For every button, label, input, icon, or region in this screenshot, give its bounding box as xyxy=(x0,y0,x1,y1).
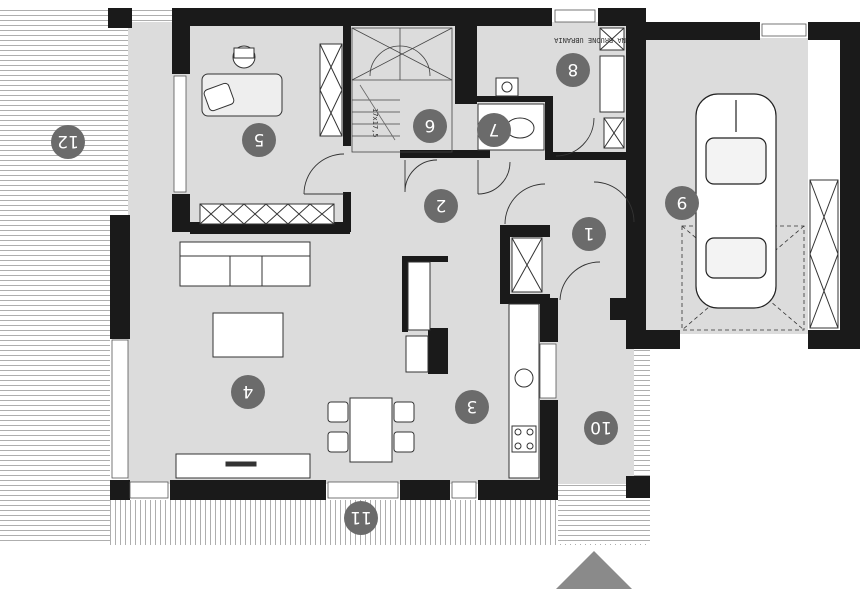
room-number: 10 xyxy=(590,417,612,437)
room-number: 11 xyxy=(350,507,372,527)
room-marker-7: 7 xyxy=(477,113,511,147)
room-number: 8 xyxy=(568,59,579,79)
walls xyxy=(108,8,860,500)
stairs-label: 17x17,5 xyxy=(371,108,379,138)
room-marker-circle xyxy=(424,189,458,223)
room-marker-circle xyxy=(477,113,511,147)
garage xyxy=(681,93,839,331)
room-marker-circle xyxy=(665,186,699,220)
room-marker-1: 1 xyxy=(572,217,606,251)
room-marker-circle xyxy=(242,123,276,157)
room-marker-circle xyxy=(231,375,265,409)
room-marker-11: 11 xyxy=(344,501,378,535)
room-number: 7 xyxy=(489,119,500,139)
room-number: 4 xyxy=(243,381,254,401)
room-marker-circle xyxy=(556,53,590,87)
hall-wardrobe xyxy=(511,237,543,293)
room-marker-circle xyxy=(413,109,447,143)
kitchen-counter xyxy=(405,261,540,479)
room-marker-circle xyxy=(51,125,85,159)
room-marker-circle xyxy=(572,217,606,251)
wardrobe-label: NA BRUDNE UBRANIA xyxy=(553,36,625,44)
room-number: 3 xyxy=(467,396,478,416)
room-marker-circle xyxy=(584,411,618,445)
room-marker-6: 6 xyxy=(413,109,447,143)
dining-table xyxy=(327,397,415,463)
room-marker-8: 8 xyxy=(556,53,590,87)
room-marker-2: 2 xyxy=(424,189,458,223)
car-icon xyxy=(695,93,777,309)
living-furniture xyxy=(175,241,311,479)
staircase xyxy=(351,27,453,153)
north-arrow-icon xyxy=(556,551,632,589)
windows xyxy=(111,9,807,499)
room-marker-circle xyxy=(455,390,489,424)
room-number: 1 xyxy=(584,223,595,243)
room-marker-10: 10 xyxy=(584,411,618,445)
room-number: 2 xyxy=(436,195,447,215)
room-number: 12 xyxy=(57,131,79,151)
room-marker-3: 3 xyxy=(455,390,489,424)
room-marker-5: 5 xyxy=(242,123,276,157)
laundry-fixtures xyxy=(599,27,625,149)
doors xyxy=(303,117,635,301)
room-number: 9 xyxy=(677,192,688,212)
room-marker-circle xyxy=(344,501,378,535)
office-furniture xyxy=(199,43,343,225)
room-marker-12: 12 xyxy=(51,125,85,159)
room-number: 6 xyxy=(425,115,436,135)
room-marker-9: 9 xyxy=(665,186,699,220)
room-number: 5 xyxy=(254,129,265,149)
room-marker-4: 4 xyxy=(231,375,265,409)
